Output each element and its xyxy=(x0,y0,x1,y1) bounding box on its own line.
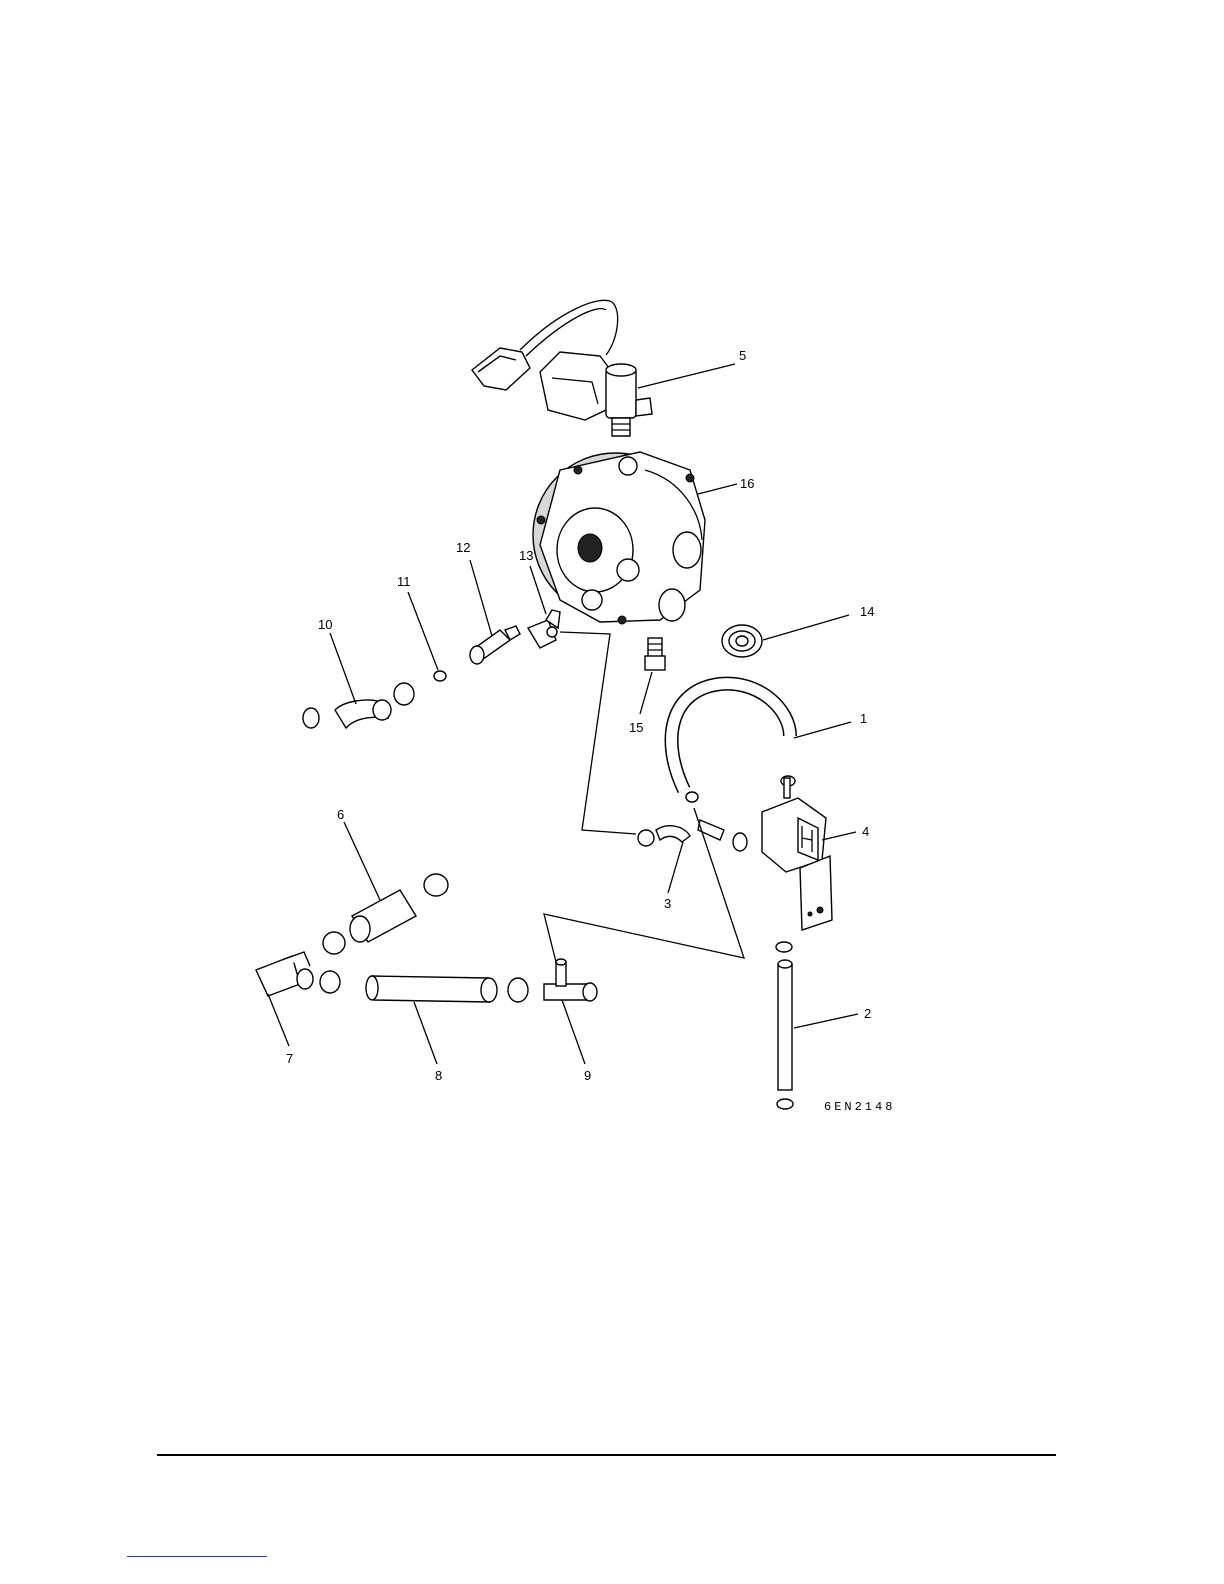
callout-13: 13 xyxy=(519,548,533,563)
part-4-vacuum-switch xyxy=(762,778,832,952)
part-5-lockoff-solenoid xyxy=(472,300,652,436)
page-link-underline[interactable] xyxy=(127,1556,267,1557)
callout-15: 15 xyxy=(629,720,643,735)
callout-4: 4 xyxy=(862,824,869,839)
part-1-curved-hose xyxy=(672,684,795,802)
callout-12: 12 xyxy=(456,540,470,555)
footer-rule xyxy=(157,1454,1056,1456)
callout-2: 2 xyxy=(864,1006,871,1021)
callout-9: 9 xyxy=(584,1068,591,1083)
callout-7: 7 xyxy=(286,1051,293,1066)
part-11-plug xyxy=(434,671,446,681)
callout-11: 11 xyxy=(397,574,411,589)
callout-5: 5 xyxy=(739,348,746,363)
part-7-elbow xyxy=(256,952,340,996)
callout-6: 6 xyxy=(337,807,344,822)
part-6-hose xyxy=(323,874,448,954)
part-3-short-hose xyxy=(638,820,747,851)
part-2-straight-hose xyxy=(777,960,793,1109)
figure-code: 6EN2148 xyxy=(824,1100,895,1114)
part-14-grommet xyxy=(722,625,762,657)
part-15-fitting xyxy=(645,638,665,670)
part-16-regulator-body xyxy=(533,452,705,624)
callout-16: 16 xyxy=(740,476,754,491)
callout-1: 1 xyxy=(860,711,867,726)
callout-14: 14 xyxy=(860,604,874,619)
callout-10: 10 xyxy=(318,617,332,632)
part-8-long-hose xyxy=(366,976,528,1002)
part-13-elbow-fitting xyxy=(528,610,560,648)
part-12-fitting xyxy=(470,626,520,664)
part-10-elbow-hose xyxy=(303,683,414,728)
part-9-tee-fitting xyxy=(544,959,597,1001)
callout-3: 3 xyxy=(664,896,671,911)
callout-8: 8 xyxy=(435,1068,442,1083)
